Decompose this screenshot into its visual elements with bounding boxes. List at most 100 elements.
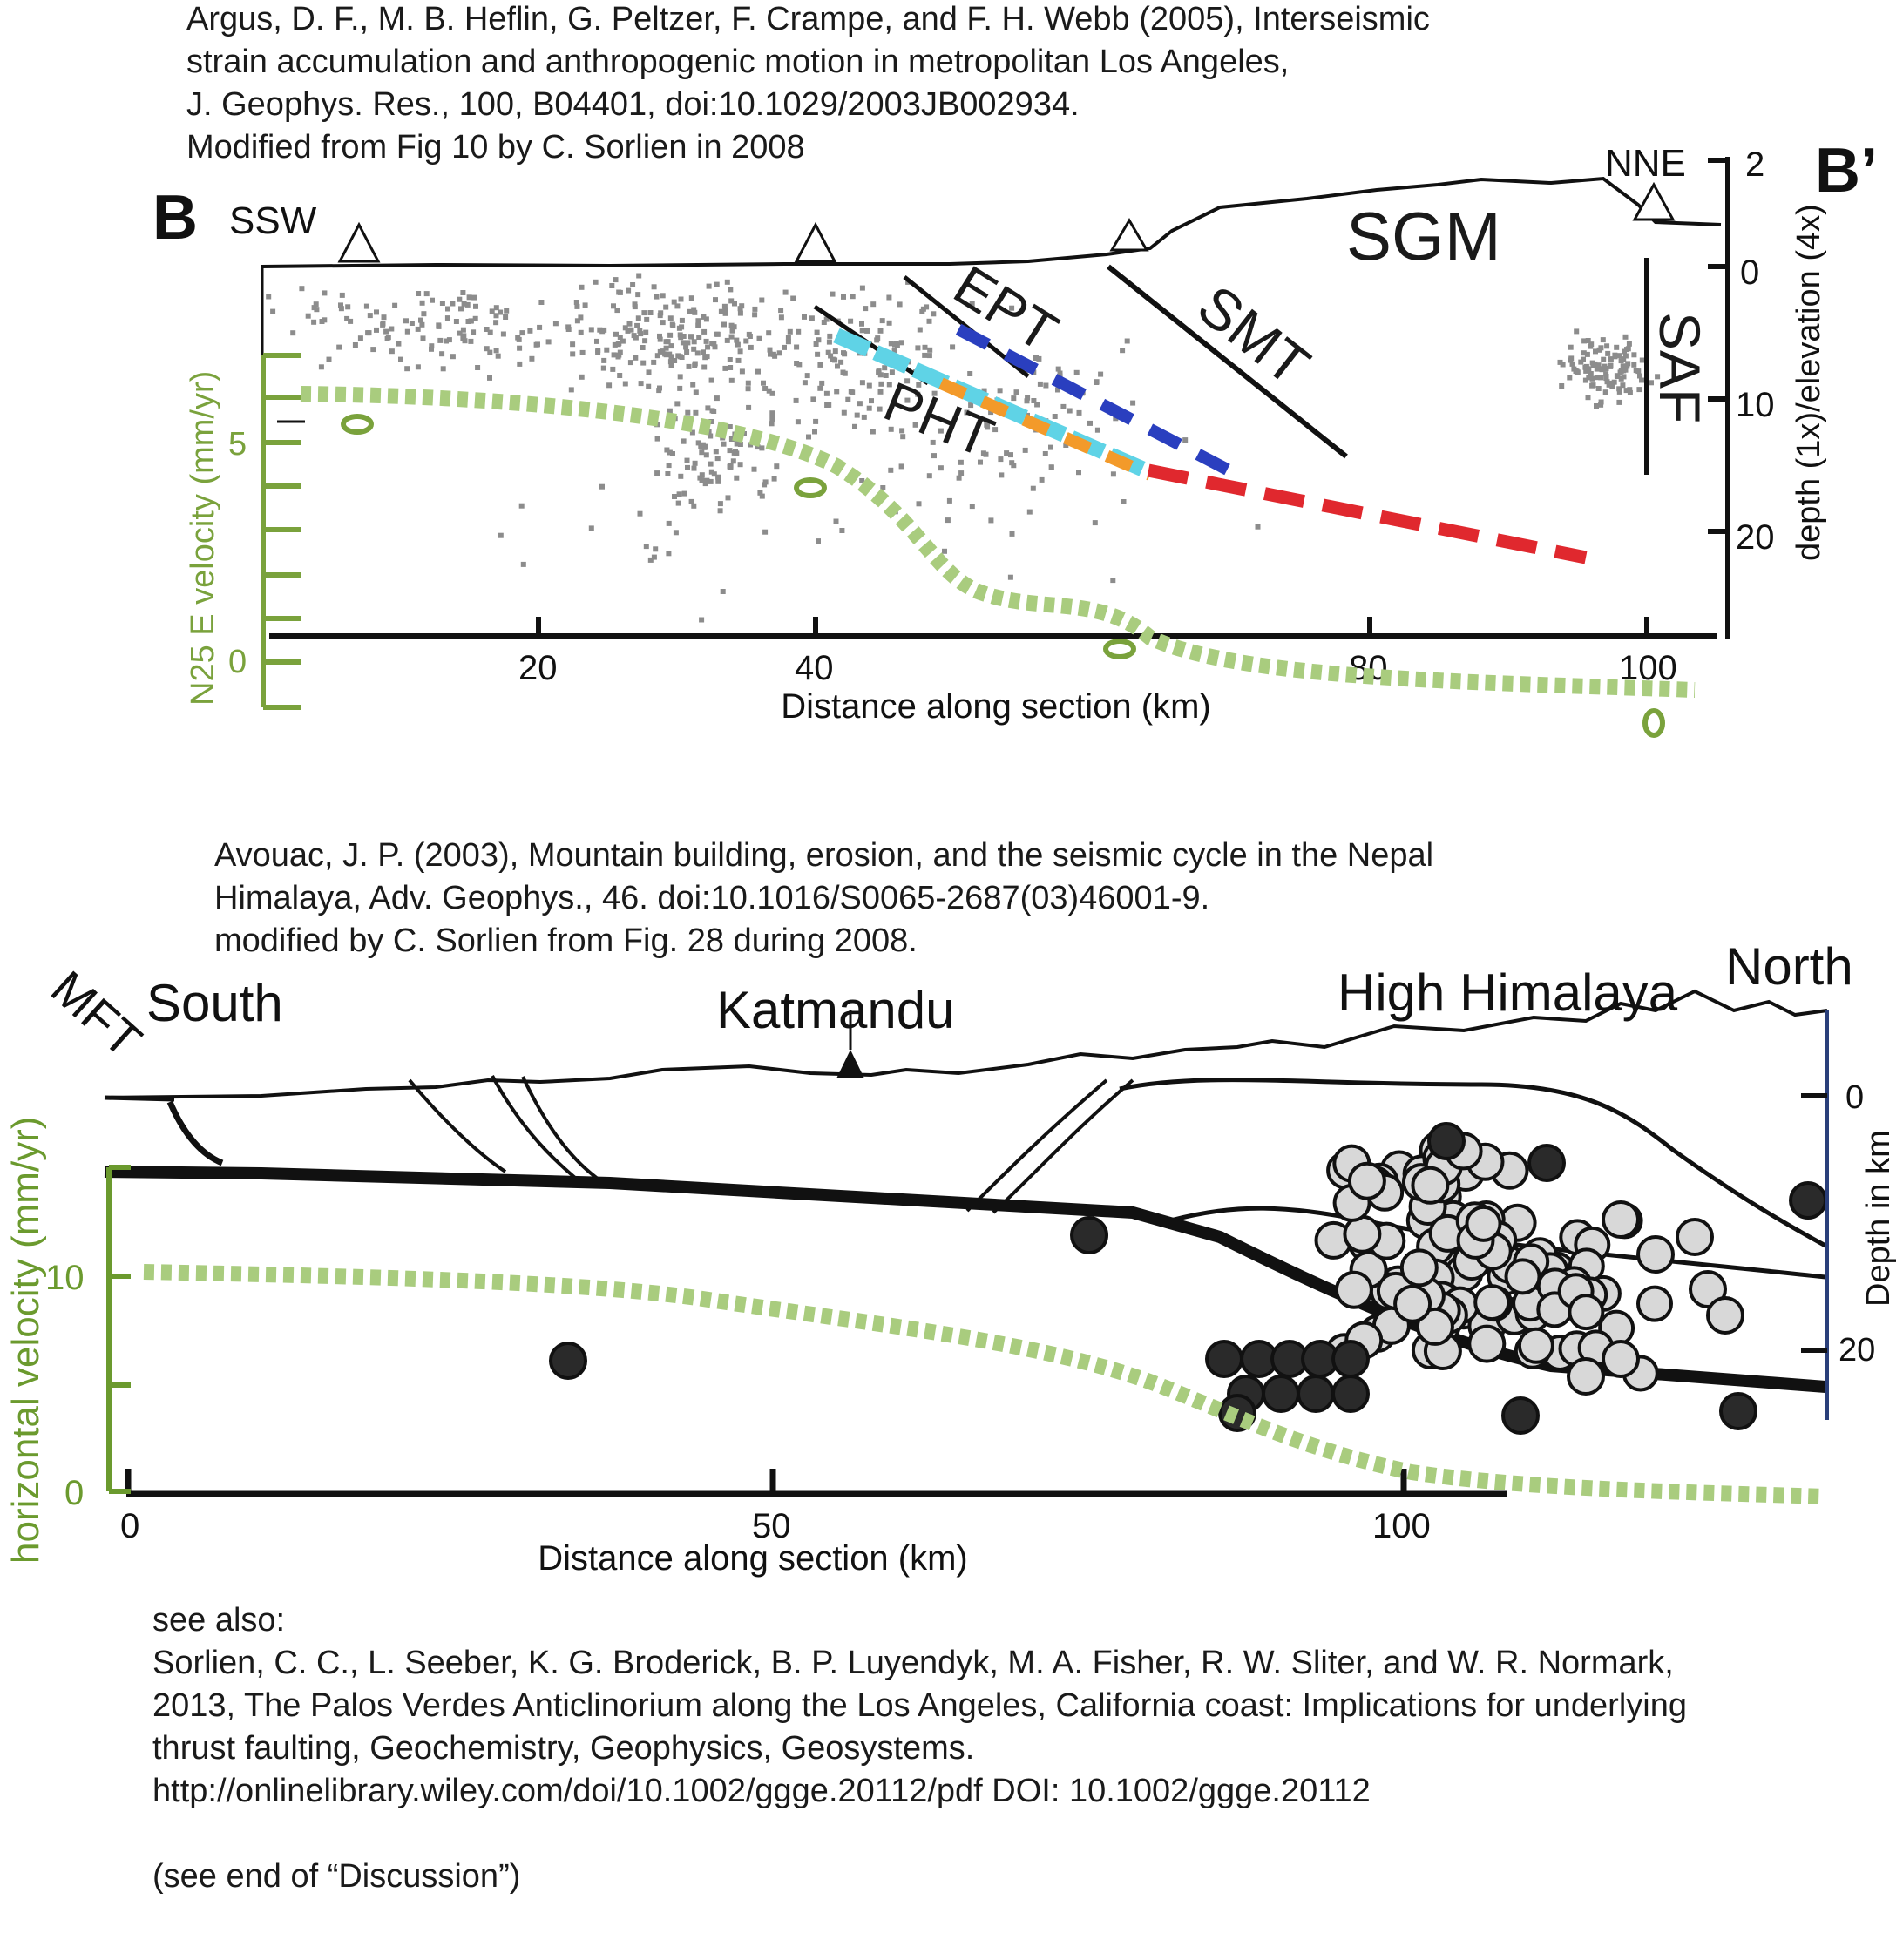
seismicity-dot <box>984 422 990 428</box>
seismicity-circles <box>549 1122 1827 1435</box>
depth-tick-label: 10 <box>1736 386 1775 424</box>
seismicity-dot <box>475 365 481 370</box>
seismicity-dot <box>997 388 1003 394</box>
seismicity-dot <box>338 306 344 312</box>
seismicity-dot <box>898 340 904 346</box>
seismicity-dot <box>653 546 659 552</box>
seismicity-dot <box>714 395 720 402</box>
seismicity-dot <box>778 314 784 321</box>
top-cross-section: SGM EPT SMT PHT SAF B B’ SSW NNE 2 0 10 … <box>152 136 1878 738</box>
seismicity-dot <box>437 337 444 343</box>
seismicity-dot <box>1606 382 1612 388</box>
seismicity-dot <box>646 369 652 375</box>
seismicity-circle <box>1568 1294 1605 1331</box>
seismicity-dot <box>821 320 827 325</box>
seismicity-dot <box>487 375 492 381</box>
seismicity-dot <box>686 363 692 369</box>
seismicity-dot <box>708 377 714 383</box>
seismicity-dot <box>774 463 780 470</box>
seismicity-dot <box>430 297 435 303</box>
seismicity-dot <box>717 508 723 514</box>
velocity-profile-top <box>300 386 1696 698</box>
depth-axis-ticks <box>1801 1093 1827 1353</box>
label-mft: MFT <box>41 960 152 1068</box>
seismicity-dot <box>717 501 723 507</box>
seismicity-dot <box>635 315 641 321</box>
seismicity-dot <box>1033 355 1039 361</box>
seismicity-dot <box>445 306 450 312</box>
seismicity-dot <box>1603 374 1609 379</box>
seismicity-dot <box>1037 381 1043 387</box>
seismicity-dot <box>1060 403 1067 409</box>
seismicity-dot <box>609 283 615 288</box>
seismicity-dot <box>654 294 660 300</box>
seismicity-dot <box>782 344 787 350</box>
seismicity-dot <box>318 364 324 370</box>
seismicity-dot <box>900 434 906 440</box>
seismicity-dot <box>880 485 886 490</box>
seismicity-dot <box>877 328 884 334</box>
katmandu-peak <box>836 1050 864 1078</box>
seismicity-dot <box>1595 386 1602 391</box>
seismicity-dot <box>770 351 776 357</box>
seismicity-dot <box>721 321 727 328</box>
see-also-link[interactable]: http://onlinelibrary.wiley.com/doi/10.10… <box>152 1773 1371 1809</box>
seismicity-dot <box>1009 531 1015 537</box>
seismicity-dot <box>662 351 668 357</box>
seismicity-dot <box>737 442 743 447</box>
seismicity-dot <box>409 321 415 326</box>
seismicity-dot <box>1030 485 1036 491</box>
seismicity-dot <box>657 333 662 339</box>
seismicity-dot <box>1598 399 1604 405</box>
seismicity-dot <box>756 335 762 341</box>
velocity-tick-label: 10 <box>45 1259 85 1297</box>
seismicity-circle <box>1331 1340 1370 1378</box>
seismicity-dot <box>938 465 944 471</box>
seismicity-dot <box>728 287 734 293</box>
seismicity-circle <box>1343 1214 1382 1254</box>
seismicity-dot <box>1581 356 1586 362</box>
label-katmandu: Katmandu <box>716 981 955 1039</box>
seismicity-dot <box>677 354 683 360</box>
velocity-axis-label: N25 E velocity (mm/yr) <box>185 371 221 706</box>
seismicity-dot <box>708 433 714 439</box>
seismicity-dot <box>305 313 311 319</box>
seismicity-dot <box>845 396 851 402</box>
seismicity-dot <box>988 517 994 524</box>
seismicity-dot <box>1589 375 1595 382</box>
seismicity-circle <box>1636 1235 1675 1274</box>
seismicity-dot <box>727 448 733 454</box>
seismicity-dot <box>859 380 865 386</box>
seismicity-dot <box>878 381 884 387</box>
seismicity-dot <box>912 422 918 428</box>
seismicity-dot <box>759 493 765 499</box>
seismicity-circle <box>1719 1392 1757 1430</box>
seismicity-dot <box>958 470 965 476</box>
fault-red <box>1147 463 1588 564</box>
seismicity-dot <box>767 347 773 353</box>
seismicity-dot <box>806 434 811 440</box>
seismicity-dot <box>688 295 694 301</box>
seismicity-dot <box>718 308 724 314</box>
seismicity-dot <box>737 310 743 316</box>
seismicity-dot <box>830 291 836 297</box>
seismicity-dot <box>713 449 719 455</box>
seismicity-dot <box>1124 338 1130 344</box>
seismicity-dot <box>998 456 1004 463</box>
seismicity-dot <box>579 284 585 290</box>
seismicity-dot <box>464 301 471 308</box>
seismicity-dot <box>667 359 674 365</box>
seismicity-dot <box>666 463 672 469</box>
seismicity-dot <box>916 501 922 507</box>
seismicity-dot <box>728 334 735 340</box>
seismicity-dot <box>1617 369 1623 375</box>
seismicity-dot <box>665 471 671 476</box>
seismicity-dot <box>734 337 740 343</box>
seismicity-dot <box>446 337 452 343</box>
seismicity-dot <box>663 304 669 310</box>
seismicity-dot <box>498 309 504 315</box>
seismicity-dot <box>693 409 699 416</box>
seismicity-dot <box>574 303 580 309</box>
seismicity-dot <box>695 440 701 446</box>
seismicity-dot <box>927 347 933 353</box>
